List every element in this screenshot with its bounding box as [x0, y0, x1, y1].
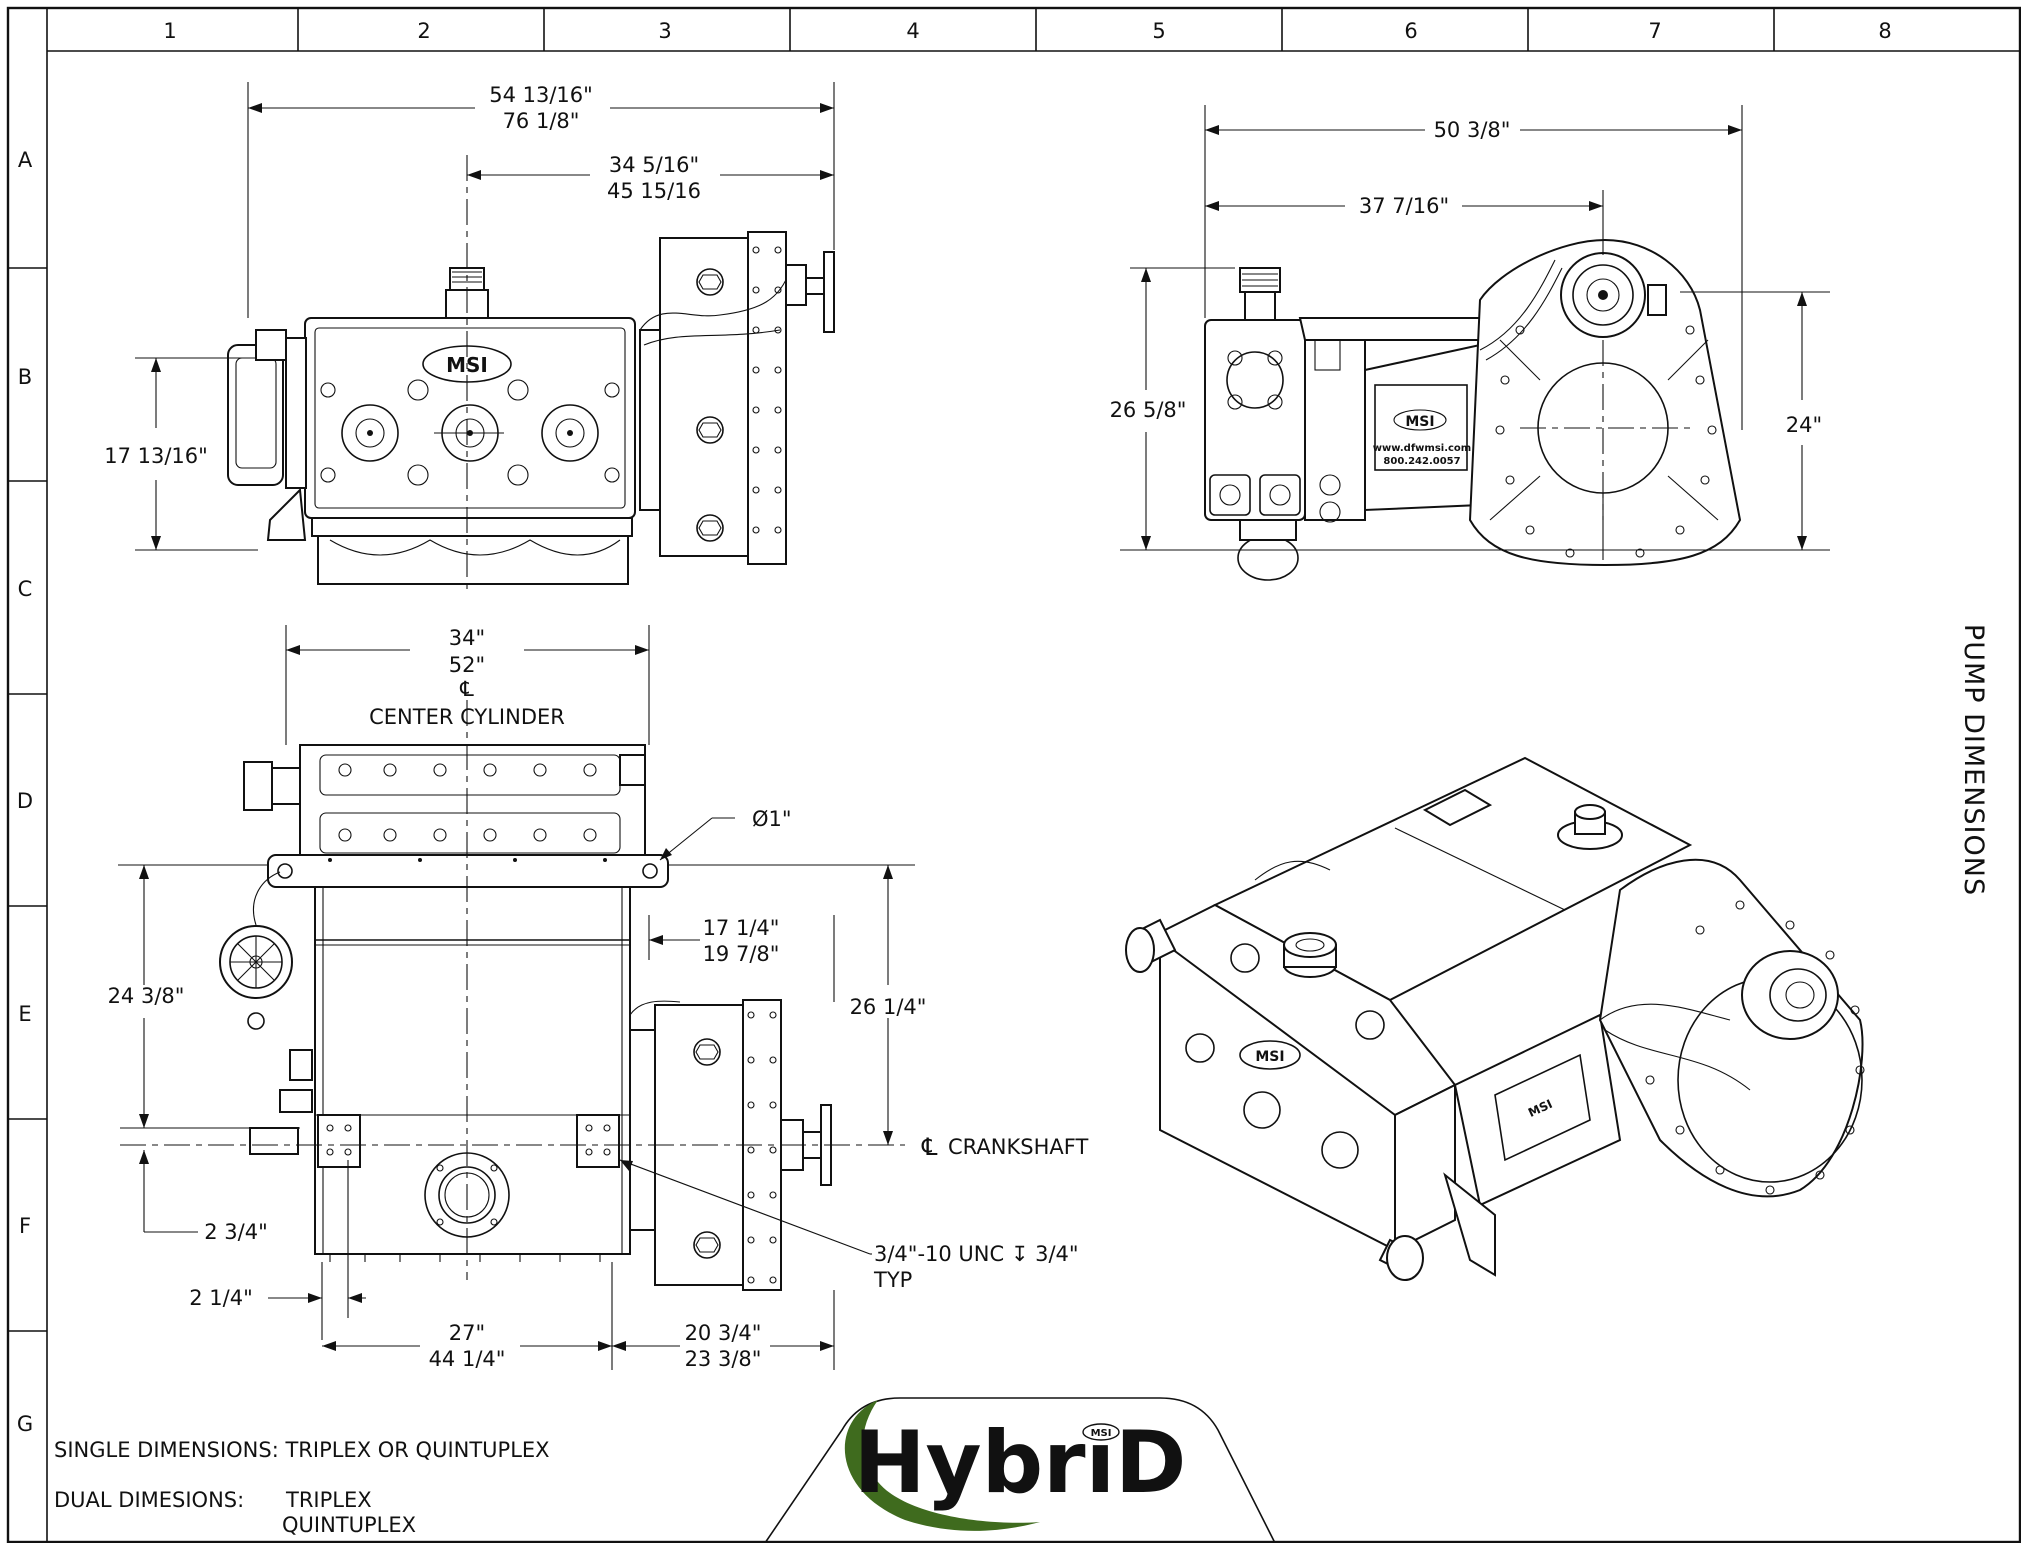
zone-row-f: F [19, 1214, 31, 1238]
zone-col-1: 1 [163, 19, 176, 43]
dim-power-width-dual: 23 3/8" [685, 1347, 762, 1371]
side-plate-web: www.dfwmsi.com [1373, 443, 1471, 454]
hybrid-logo: HybriD MSI [764, 1397, 1276, 1543]
zone-row-b: B [18, 365, 32, 389]
zone-col-6: 6 [1404, 19, 1417, 43]
dim-front-partial-single: 34 5/16" [609, 153, 699, 177]
dim-plan-width-single: 34" [449, 626, 485, 650]
iso-view-badge: MSI [1255, 1049, 1284, 1065]
label-crankshaft: CRANKSHAFT [948, 1135, 1088, 1159]
zone-row-d: D [17, 789, 33, 813]
dim-front-height: 17 13/16" [104, 444, 208, 468]
label-thread-typ: TYP [873, 1268, 912, 1292]
logo-wordmark: HybriD [854, 1413, 1187, 1513]
dim-foot-offset: 2 3/4" [204, 1220, 268, 1244]
front-elevation-view: MSI [227, 155, 835, 590]
side-plate-phone: 800.242.0057 [1383, 456, 1460, 467]
dim-base-width-dual: 44 1/4" [429, 1347, 506, 1371]
zone-col-8: 8 [1878, 19, 1891, 43]
plan-view-dimensions: 34" 52" ℄ CENTER CYLINDER Ø1" 24 3/8" 26… [108, 625, 1088, 1371]
logo-badge: MSI [1091, 1428, 1112, 1439]
sheet-border [6, 6, 2021, 1543]
zone-col-7: 7 [1648, 19, 1661, 43]
dim-foot-inset: 2 1/4" [189, 1286, 253, 1310]
dim-front-overall-single: 54 13/16" [489, 83, 593, 107]
dim-front-partial-dual: 45 15/16 [607, 179, 701, 203]
crankshaft-cl-symbol: ℄ [921, 1133, 938, 1161]
logo-swoosh [844, 1400, 1040, 1531]
note-dual-triplex: TRIPLEX [285, 1488, 372, 1512]
side-elevation-view: MSI www.dfwmsi.com 800.242.0057 [1204, 238, 1742, 581]
dim-side-overall: 50 3/8" [1434, 118, 1511, 142]
dimension-notes: SINGLE DIMENSIONS: TRIPLEX OR QUINTUPLEX… [54, 1438, 550, 1537]
dim-front-overall-dual: 76 1/8" [503, 109, 580, 133]
note-dual-dimensions-label: DUAL DIMESIONS: [54, 1488, 244, 1512]
zone-col-5: 5 [1152, 19, 1165, 43]
side-view-dimensions: 50 3/8" 37 7/16" 26 5/8" 24" [1110, 105, 1830, 551]
zone-row-g: G [17, 1412, 33, 1436]
dim-side-height-left: 26 5/8" [1110, 398, 1187, 422]
plan-view [120, 700, 905, 1291]
label-center-cylinder: CENTER CYLINDER [369, 705, 565, 729]
center-cylinder-cl-symbol: ℄ [459, 677, 474, 701]
note-dual-quintuplex: QUINTUPLEX [282, 1513, 416, 1537]
isometric-view: MSI MSI [1125, 756, 1865, 1281]
dim-side-partial: 37 7/16" [1359, 194, 1449, 218]
dim-plan-height-left: 24 3/8" [108, 984, 185, 1008]
zone-row-e: E [18, 1002, 31, 1026]
side-view-badge: MSI [1405, 414, 1434, 430]
label-thread-callout: 3/4"-10 UNC ↧ 3/4" [874, 1242, 1079, 1266]
zone-col-3: 3 [658, 19, 671, 43]
front-view-dimensions: 54 13/16" 76 1/8" 34 5/16" 45 15/16 17 1… [104, 82, 835, 551]
zone-row-a: A [18, 148, 33, 172]
dim-plan-height-right: 26 1/4" [850, 995, 927, 1019]
dim-hole-diameter: Ø1" [752, 807, 792, 831]
dim-power-offset-single: 17 1/4" [703, 916, 780, 940]
sheet-title: PUMP DIMENSIONS [1958, 624, 1989, 896]
zone-row-labels: A B C D E F G [17, 148, 33, 1436]
zone-col-2: 2 [417, 19, 430, 43]
dim-base-width-single: 27" [449, 1321, 485, 1345]
dim-power-offset-dual: 19 7/8" [703, 942, 780, 966]
dim-power-width-single: 20 3/4" [685, 1321, 762, 1345]
dim-side-height-right: 24" [1786, 413, 1822, 437]
zone-row-c: C [18, 577, 33, 601]
dim-plan-width-dual: 52" [449, 653, 485, 677]
zone-column-labels: 1 2 3 4 5 6 7 8 [163, 19, 1891, 43]
note-single-dimensions: SINGLE DIMENSIONS: TRIPLEX OR QUINTUPLEX [54, 1438, 550, 1462]
zone-col-4: 4 [906, 19, 919, 43]
